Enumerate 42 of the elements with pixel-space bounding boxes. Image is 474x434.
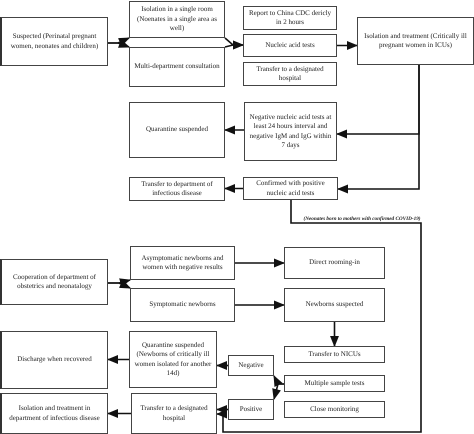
process-box <box>284 375 385 392</box>
process-box <box>244 102 337 161</box>
arrow <box>224 126 244 134</box>
process-box <box>0 17 108 66</box>
process-box <box>228 355 274 376</box>
process-box <box>243 177 338 200</box>
process-box <box>130 288 235 322</box>
process-box <box>129 1 225 38</box>
process-box <box>243 6 337 30</box>
process-box <box>357 17 474 65</box>
process-box <box>284 346 385 363</box>
arrow <box>337 41 358 50</box>
process-box <box>129 177 225 201</box>
arrow <box>224 184 243 193</box>
arrow <box>235 258 286 268</box>
arrow <box>216 405 228 414</box>
arrow <box>273 375 284 388</box>
process-box <box>284 288 385 322</box>
process-box <box>284 247 385 279</box>
process-box <box>0 331 108 389</box>
arrow <box>108 39 130 48</box>
process-box <box>129 331 217 388</box>
arrow <box>216 200 422 433</box>
arrow <box>235 300 286 310</box>
process-box <box>131 393 217 434</box>
process-box <box>243 34 337 57</box>
arrow <box>106 355 129 364</box>
process-box <box>130 246 235 280</box>
process-box <box>0 393 108 434</box>
process-box <box>284 401 385 418</box>
process-box <box>228 399 274 420</box>
arrow <box>106 409 131 418</box>
process-box <box>129 47 225 87</box>
arrow <box>336 65 420 194</box>
arrow <box>108 280 132 289</box>
arrow <box>330 322 339 348</box>
arrow <box>216 361 228 370</box>
process-box <box>129 102 225 158</box>
process-box <box>0 259 108 305</box>
arrow <box>272 383 284 400</box>
process-box <box>243 62 337 86</box>
arrow <box>224 40 244 50</box>
